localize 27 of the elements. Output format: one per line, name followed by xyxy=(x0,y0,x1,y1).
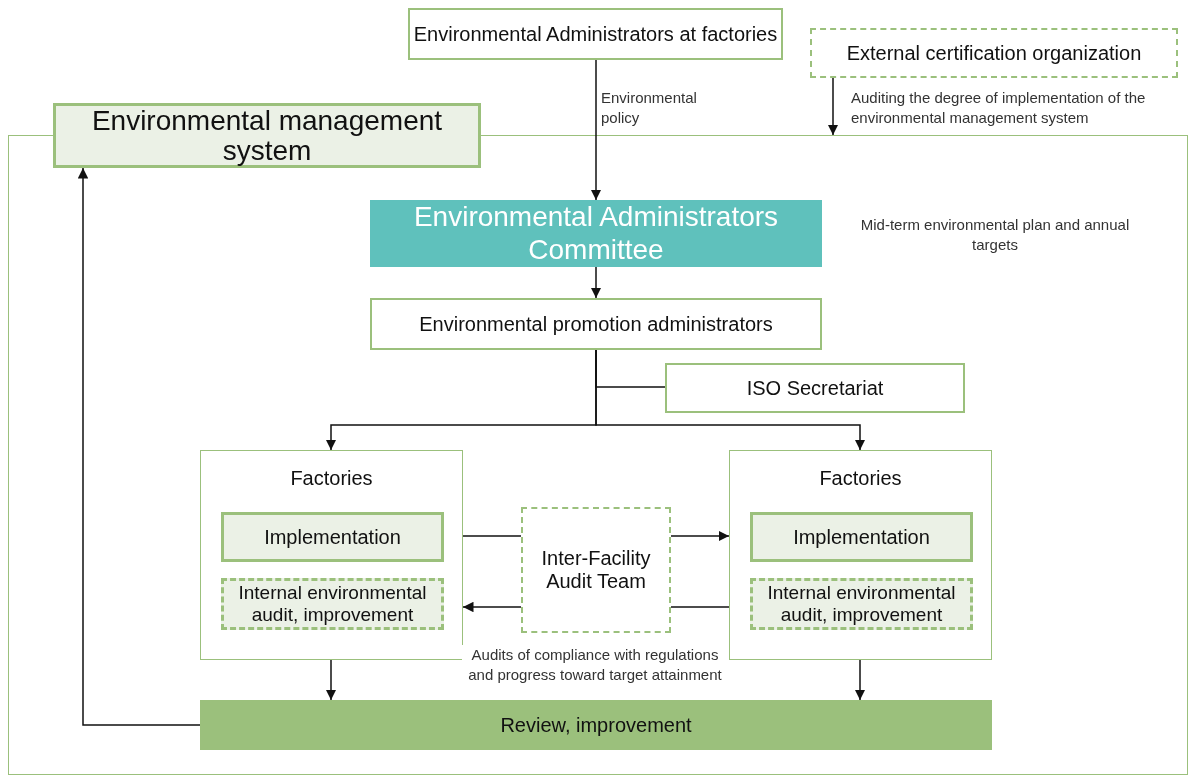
text-box: Environmental promotion administrators xyxy=(370,298,822,350)
text-box: Implementation xyxy=(750,512,973,562)
dashed-text-box: Internal environmental audit, improvement xyxy=(750,578,973,630)
group-title: Factories xyxy=(289,467,374,490)
arrow xyxy=(77,167,201,726)
text-box: Implementation xyxy=(221,512,444,562)
arrow xyxy=(595,349,866,451)
committee-box: Environmental Administrators Committee xyxy=(370,200,822,267)
arrow xyxy=(325,659,337,701)
arrow xyxy=(590,59,602,201)
arrow xyxy=(670,530,730,542)
connector-line xyxy=(670,606,730,608)
group-frame xyxy=(729,450,992,660)
text-box: ISO Secretariat xyxy=(665,363,965,413)
connector-line xyxy=(462,535,522,537)
group-title: Factories xyxy=(818,467,903,490)
text-box: Environmental Administrators at factories xyxy=(408,8,783,60)
review-bar: Review, improvement xyxy=(200,700,992,750)
dashed-text-box: Internal environmental audit, improvement xyxy=(221,578,444,630)
dashed-text-box: Inter-Facility Audit Team xyxy=(521,507,671,633)
group-frame xyxy=(200,450,463,660)
heading-box: Environmental management system xyxy=(53,103,481,168)
arrow xyxy=(854,659,866,701)
arrow xyxy=(827,77,839,136)
arrow xyxy=(462,601,522,613)
arrow xyxy=(590,266,602,299)
dashed-text-box: External certification organization xyxy=(810,28,1178,78)
